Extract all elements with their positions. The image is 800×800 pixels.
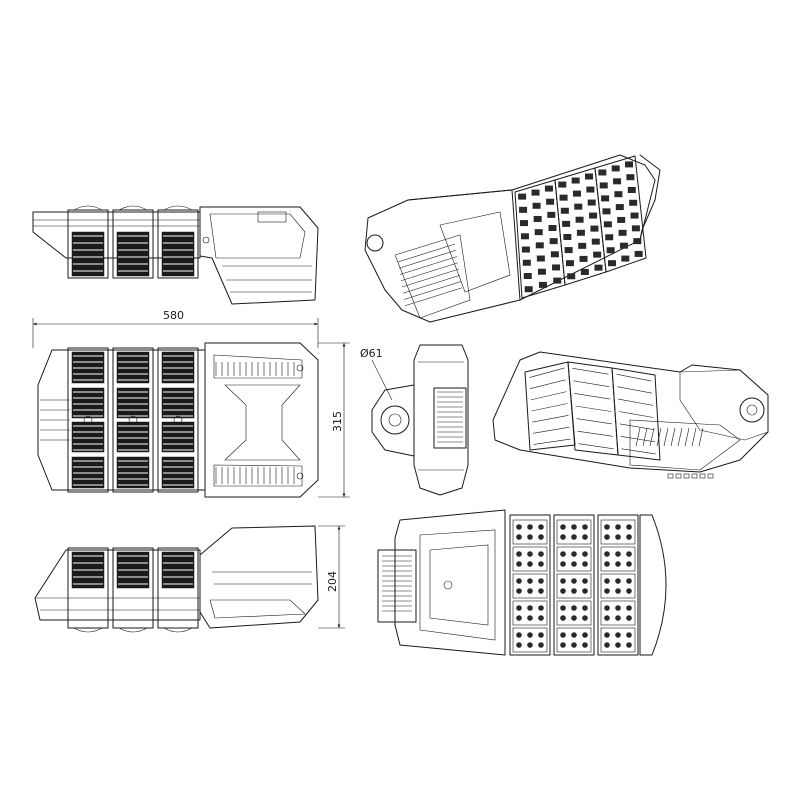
bottom-view [377,509,667,656]
mount-diameter-label: Ø61 [360,347,383,360]
led-module [611,367,661,461]
dimension-length-label: 580 [163,309,184,322]
led-module [524,361,576,451]
led-module [67,347,109,493]
led-module [509,514,551,656]
dimension-length: 580 [32,309,319,348]
led-module [514,179,566,299]
led-module [67,547,109,633]
led-module [112,347,154,493]
led-module [157,205,199,279]
led-module [67,205,109,279]
top-view [37,342,319,498]
led-module [157,547,199,633]
led-module [112,205,154,279]
iso-view-bottom [492,351,769,479]
led-module [597,514,639,656]
led-module [157,347,199,493]
led-module [112,547,154,633]
end-view: Ø61 [360,344,469,496]
side-view-bottom [34,525,319,633]
side-view-top [32,205,319,305]
iso-view-top [364,154,661,323]
dimension-width: 315 [318,342,350,498]
dimension-height: 204 [318,525,345,629]
led-module [594,155,647,273]
dimension-width-label: 315 [331,411,344,432]
led-module [567,361,619,456]
dimension-height-label: 204 [326,571,339,592]
led-module [553,514,595,656]
led-module [554,167,607,286]
